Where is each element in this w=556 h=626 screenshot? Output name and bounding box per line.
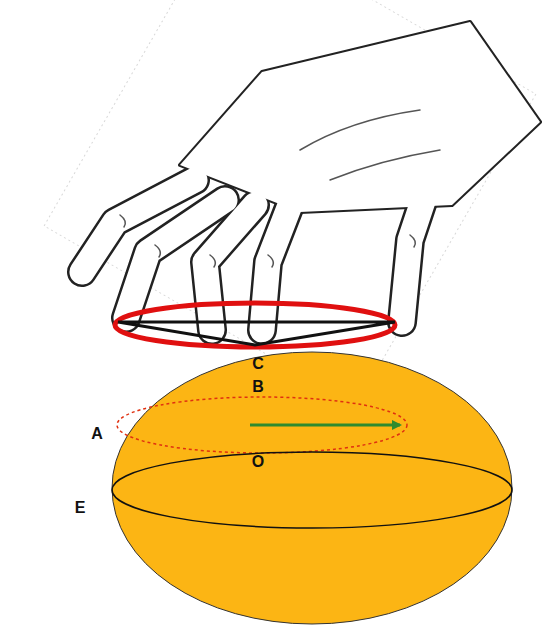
equator xyxy=(112,452,512,528)
point-label: A xyxy=(91,426,103,442)
rubber-band xyxy=(115,303,395,347)
point-label: E xyxy=(75,500,86,516)
point-label: B xyxy=(252,379,264,395)
sphere xyxy=(112,352,512,624)
triangle xyxy=(118,322,395,345)
hand xyxy=(82,22,540,330)
radius-arrow xyxy=(250,424,400,427)
dotted-circle xyxy=(117,397,407,453)
point-label: C xyxy=(252,356,264,372)
point-label: O xyxy=(252,454,264,470)
